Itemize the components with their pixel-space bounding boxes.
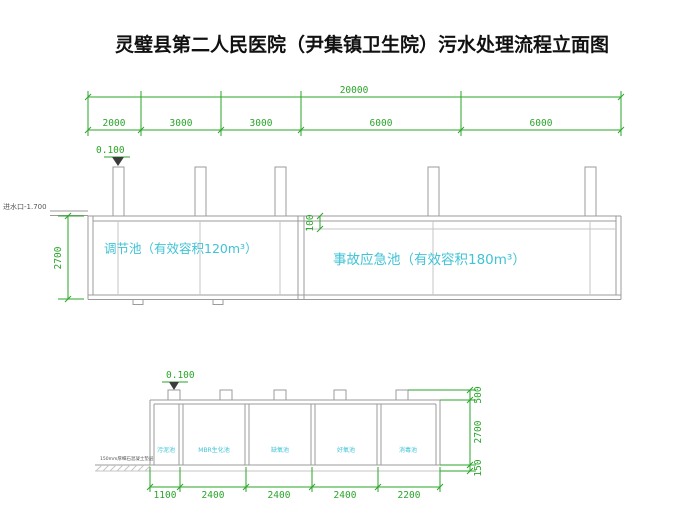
inlet: 进水口-1.700	[3, 202, 88, 216]
dim-segment-3: 3000	[250, 118, 273, 129]
compartment-label-5: 消毒池	[399, 446, 417, 454]
compartment-label-4: 好氧池	[337, 446, 355, 454]
dim-tank-height: 2700	[53, 246, 64, 269]
upper-tank-structure	[87, 215, 622, 305]
dim-height-2700: 2700	[473, 420, 484, 443]
lower-width-dimensions: 1100 2400 2400 2400 2200	[146, 467, 444, 501]
dim-width-4: 2400	[334, 490, 357, 501]
regulating-tank-label: 调节池（有效容积120m³）	[104, 241, 258, 256]
dim-width-5: 2200	[398, 490, 421, 501]
upper-total-dimension: 20000	[84, 85, 625, 101]
upper-columns	[112, 166, 597, 217]
base-note: 150mm厚细石混凝土垫层	[100, 455, 154, 462]
dim-width-2: 2400	[202, 490, 225, 501]
dim-total-width: 20000	[340, 85, 369, 96]
dim-segment-2: 3000	[170, 118, 193, 129]
compartment-label-3: 缺氧池	[271, 446, 289, 454]
upper-elevation-value: 0.100	[96, 145, 125, 156]
compartment-label-1: 污泥池	[157, 446, 175, 454]
upper-elevation-mark: 0.100	[96, 145, 130, 166]
lower-tank-structure	[149, 399, 441, 466]
elevation-triangle-icon	[169, 382, 179, 390]
lower-top-stubs	[167, 389, 409, 401]
dim-height-150: 150	[473, 459, 484, 476]
upper-segment-dimensions: 2000 3000 3000 6000 6000	[84, 118, 625, 134]
compartment-labels: 污泥池 MBR生化池 缺氧池 好氧池 消毒池	[157, 446, 417, 454]
upper-extension-lines	[87, 91, 622, 136]
dim-segment-1: 2000	[103, 118, 126, 129]
dim-height-500: 500	[473, 386, 484, 403]
emergency-tank-label: 事故应急池（有效容积180m³）	[333, 251, 526, 268]
base-slab: 150mm厚细石混凝土垫层	[95, 455, 470, 472]
dim-width-3: 2400	[268, 490, 291, 501]
lower-elevation-value: 0.100	[166, 370, 195, 381]
lower-height-dimensions: 500 2700 150	[408, 386, 484, 477]
dim-segment-5: 6000	[530, 118, 553, 129]
lower-elevation-mark: 0.100	[162, 370, 195, 390]
dim-width-1: 1100	[154, 490, 177, 501]
elevation-triangle-icon	[112, 157, 124, 166]
freeboard-dimension: 100	[305, 212, 324, 233]
compartment-label-2: MBR生化池	[198, 446, 229, 454]
dim-segment-4: 6000	[370, 118, 393, 129]
inlet-label: 进水口-1.700	[3, 202, 47, 211]
dim-freeboard: 100	[305, 214, 316, 231]
drawing-title: 灵璧县第二人民医院（尹集镇卫生院）污水处理流程立面图	[115, 33, 609, 56]
upper-height-dimension: 2700	[53, 212, 84, 303]
